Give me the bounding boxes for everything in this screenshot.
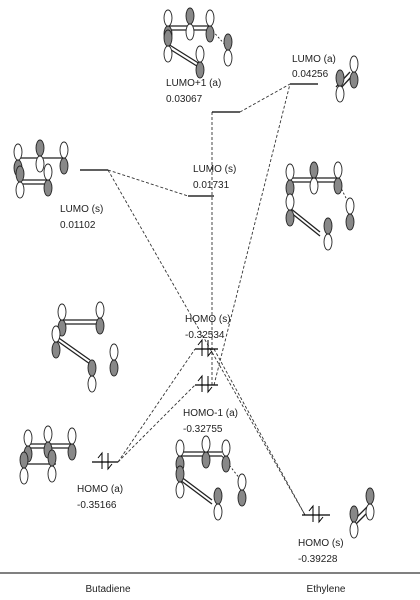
- spin-pair-homo-minus1: [197, 374, 213, 394]
- axis-label-butadiene: Butadiene: [85, 584, 130, 595]
- label-homo-butadiene-name: HOMO (a): [77, 484, 123, 495]
- orbital-lumo-s-dimer: [285, 161, 355, 251]
- label-lumo-plus1-name: LUMO+1 (a): [166, 78, 221, 89]
- label-homo-ethylene-value: -0.39228: [298, 554, 338, 565]
- label-lumo-s-name: LUMO (s): [193, 164, 236, 175]
- axis-label-ethylene: Ethylene: [307, 584, 346, 595]
- label-lumo-a-name: LUMO (a): [292, 54, 336, 65]
- label-homo-ethylene-name: HOMO (s): [298, 538, 344, 549]
- energy-levels: [80, 83, 330, 516]
- label-lumo-a-value: 0.04256: [292, 69, 329, 80]
- connector-homo-s-to-homo-eth: [213, 348, 306, 516]
- orbital-homo-minus1-dimer: [175, 435, 247, 521]
- connector-homo-but-to-homo-s: [117, 348, 196, 463]
- label-lumo-butadiene-name: LUMO (s): [60, 204, 103, 215]
- electron-spins: [97, 338, 324, 524]
- correlation-lines: [107, 83, 306, 516]
- label-homo-minus1-value: -0.32755: [183, 424, 223, 435]
- spin-pair-homo-butadiene: [97, 451, 113, 471]
- orbital-homo-ethylene: [349, 487, 375, 539]
- label-lumo-plus1-value: 0.03067: [166, 94, 203, 105]
- connector-lumo-to-homo-eth: [107, 169, 306, 516]
- connector-homo-but-to-homo-m1: [117, 384, 196, 463]
- label-homo-s-name: HOMO (s): [185, 314, 231, 325]
- connector-homo-m1-to-lumo-a: [213, 83, 291, 386]
- orbital-lumo-a-ethylene: [335, 55, 359, 103]
- connector-lumo-to-lumo-s: [107, 169, 189, 197]
- spin-pair-homo-s: [197, 338, 213, 358]
- orbital-homo-s-dimer: [51, 301, 119, 393]
- label-homo-s-value: -0.32534: [185, 330, 225, 341]
- label-homo-minus1-name: HOMO-1 (a): [183, 408, 238, 419]
- label-lumo-s-value: 0.01731: [193, 180, 230, 191]
- label-lumo-butadiene-value: 0.01102: [60, 220, 96, 231]
- orbital-homo-butadiene: [19, 425, 77, 485]
- orbital-lumo-plus1-dimer: [163, 7, 233, 79]
- label-homo-butadiene-value: -0.35166: [77, 500, 117, 511]
- spin-pair-homo-ethylene: [308, 504, 324, 524]
- orbital-lumo-butadiene: [13, 139, 69, 199]
- connector-lumo1-to-lumo-a: [239, 83, 291, 113]
